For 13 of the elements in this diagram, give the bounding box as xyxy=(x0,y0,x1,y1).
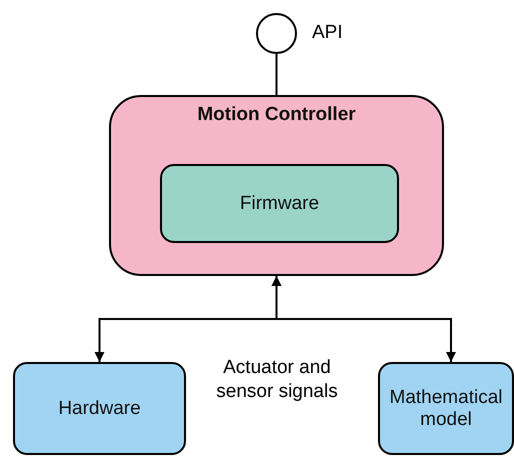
controller-box xyxy=(109,95,444,276)
hardware-box xyxy=(13,362,186,455)
box-title: Motion Controller xyxy=(197,104,356,126)
box-label: Hardware xyxy=(58,398,141,420)
box-label: Mathematical model xyxy=(388,386,504,430)
connector-line xyxy=(276,54,278,95)
firmware-box xyxy=(160,164,399,243)
interface-label: API xyxy=(312,22,343,44)
box-label: Firmware xyxy=(240,192,320,214)
arrow xyxy=(272,276,456,362)
interface-circle xyxy=(256,13,297,54)
model-box xyxy=(378,362,514,455)
signal-label: Actuator and sensor signals xyxy=(215,356,339,404)
